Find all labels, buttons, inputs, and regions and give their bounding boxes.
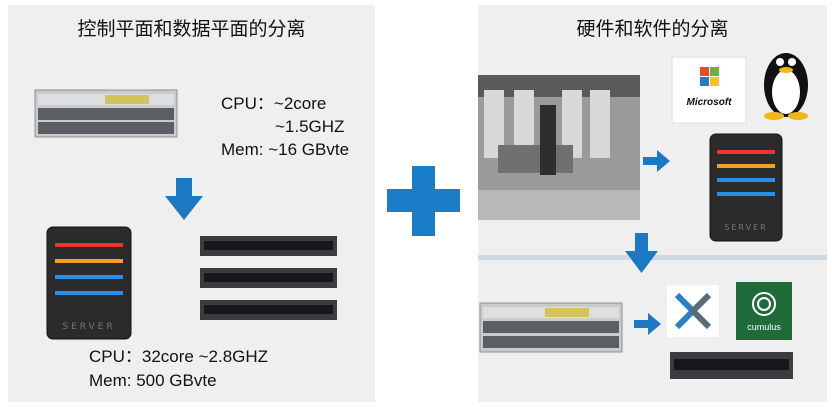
server-label: SERVER	[62, 322, 115, 332]
linux-penguin-icon	[764, 53, 808, 120]
svg-text:SERVER: SERVER	[724, 223, 767, 232]
x-logo	[667, 285, 719, 337]
top-spec-freq: ~1.5GHZ	[275, 117, 345, 136]
server-image: SERVER	[46, 226, 132, 340]
top-spec-cpu: CPU：~2core	[221, 94, 327, 113]
right-arrow-icon-bottom	[634, 313, 661, 335]
left-panel-title: 控制平面和数据平面的分离	[77, 18, 306, 40]
bottom-spec-mem: Mem: 500 GBvte	[89, 371, 217, 390]
network-switch-image	[670, 352, 793, 379]
top-spec-mem: Mem: ~16 GBvte	[221, 140, 350, 159]
server-image-right: SERVER	[709, 133, 783, 242]
cisco-switch-image-right	[479, 302, 623, 353]
down-arrow-icon	[165, 178, 203, 220]
cumulus-logo: cumulus	[736, 282, 792, 340]
plus-icon	[387, 166, 460, 236]
down-arrow-icon-right	[625, 233, 658, 273]
cumulus-label: cumulus	[747, 322, 781, 332]
switch-stack-image	[200, 236, 337, 320]
right-arrow-icon	[643, 150, 670, 172]
microsoft-label: Microsoft	[687, 97, 733, 108]
mainframe-photo-image	[478, 75, 640, 220]
bottom-spec-cpu: CPU：32core ~2.8GHZ	[89, 347, 269, 366]
cisco-switch-image	[34, 89, 178, 138]
microsoft-logo: Microsoft	[671, 56, 747, 124]
right-panel-title: 硬件和软件的分离	[576, 18, 729, 40]
